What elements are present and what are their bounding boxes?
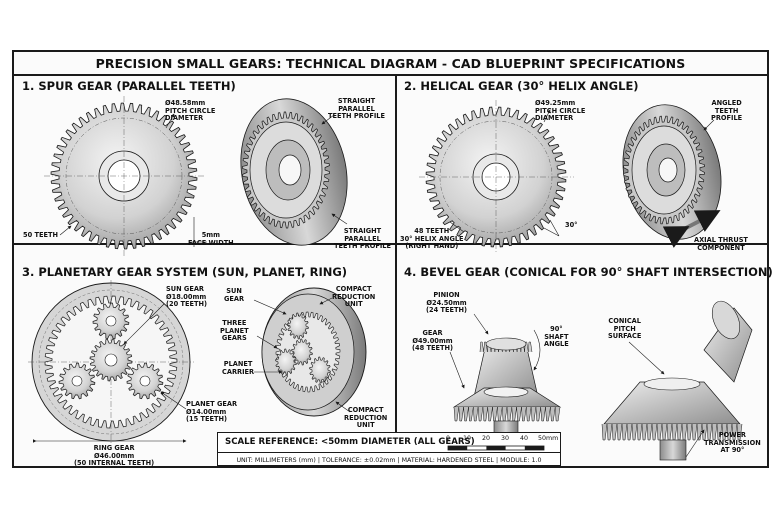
helical-gear-front-view (419, 100, 574, 254)
spur-panel-title: 1. SPUR GEAR (PARALLEL TEETH) (22, 79, 236, 93)
bevel-gear-left-view (449, 313, 562, 444)
axial-thrust-arrow (662, 210, 721, 248)
planetary-gear-3d-view (253, 287, 367, 417)
gear-outline (291, 338, 313, 366)
scale-tick-10: 10 (463, 435, 472, 442)
helical-gear-3d-view (622, 104, 722, 248)
helical-angle-label: 30° (565, 221, 578, 229)
panel-divider-horizontal (14, 243, 767, 245)
scale-tick-50: 50mm (538, 435, 559, 442)
scale-tick-30: 30 (501, 435, 510, 442)
scale-tick-20: 20 (482, 435, 491, 442)
gear-illustrations (28, 96, 753, 461)
planetary-panel-title: 3. PLANETARY GEAR SYSTEM (SUN, PLANET, R… (22, 265, 348, 279)
gear-outline (287, 312, 309, 340)
scale-reference-box: SCALE REFERENCE: <50mm DIAMETER (ALL GEA… (217, 432, 561, 466)
bevel-teeth-row (601, 423, 743, 441)
gear-outline (309, 356, 331, 384)
gear-outline (275, 348, 297, 376)
panel-divider-vertical (395, 74, 397, 466)
spur-gear-front-view (44, 96, 207, 256)
spur-gear-3d-view (240, 98, 348, 246)
diagram-title: PRECISION SMALL GEARS: TECHNICAL DIAGRAM… (14, 52, 767, 76)
blueprint-sheet: PRECISION SMALL GEARS: TECHNICAL DIAGRAM… (12, 50, 773, 468)
scale-tick-0: 0 (446, 435, 451, 442)
planetary-gear-front-view (28, 280, 194, 444)
scale-bar (447, 445, 545, 451)
spur-teeth-label: 50 TEETH (23, 231, 58, 239)
scale-tick-40: 40 (520, 435, 529, 442)
bevel-gear-right-view (601, 300, 753, 461)
helical-panel-title: 2. HELICAL GEAR (30° HELIX ANGLE) (404, 79, 639, 93)
scale-title: SCALE REFERENCE: <50mm DIAMETER (ALL GEA… (225, 437, 475, 447)
bevel-teeth-row (453, 406, 561, 422)
specification-notes: UNIT: MILLIMETERS (mm) | TOLERANCE: ±0.0… (218, 452, 560, 467)
bevel-panel-title: 4. BEVEL GEAR (CONICAL FOR 90° SHAFT INT… (404, 265, 773, 279)
